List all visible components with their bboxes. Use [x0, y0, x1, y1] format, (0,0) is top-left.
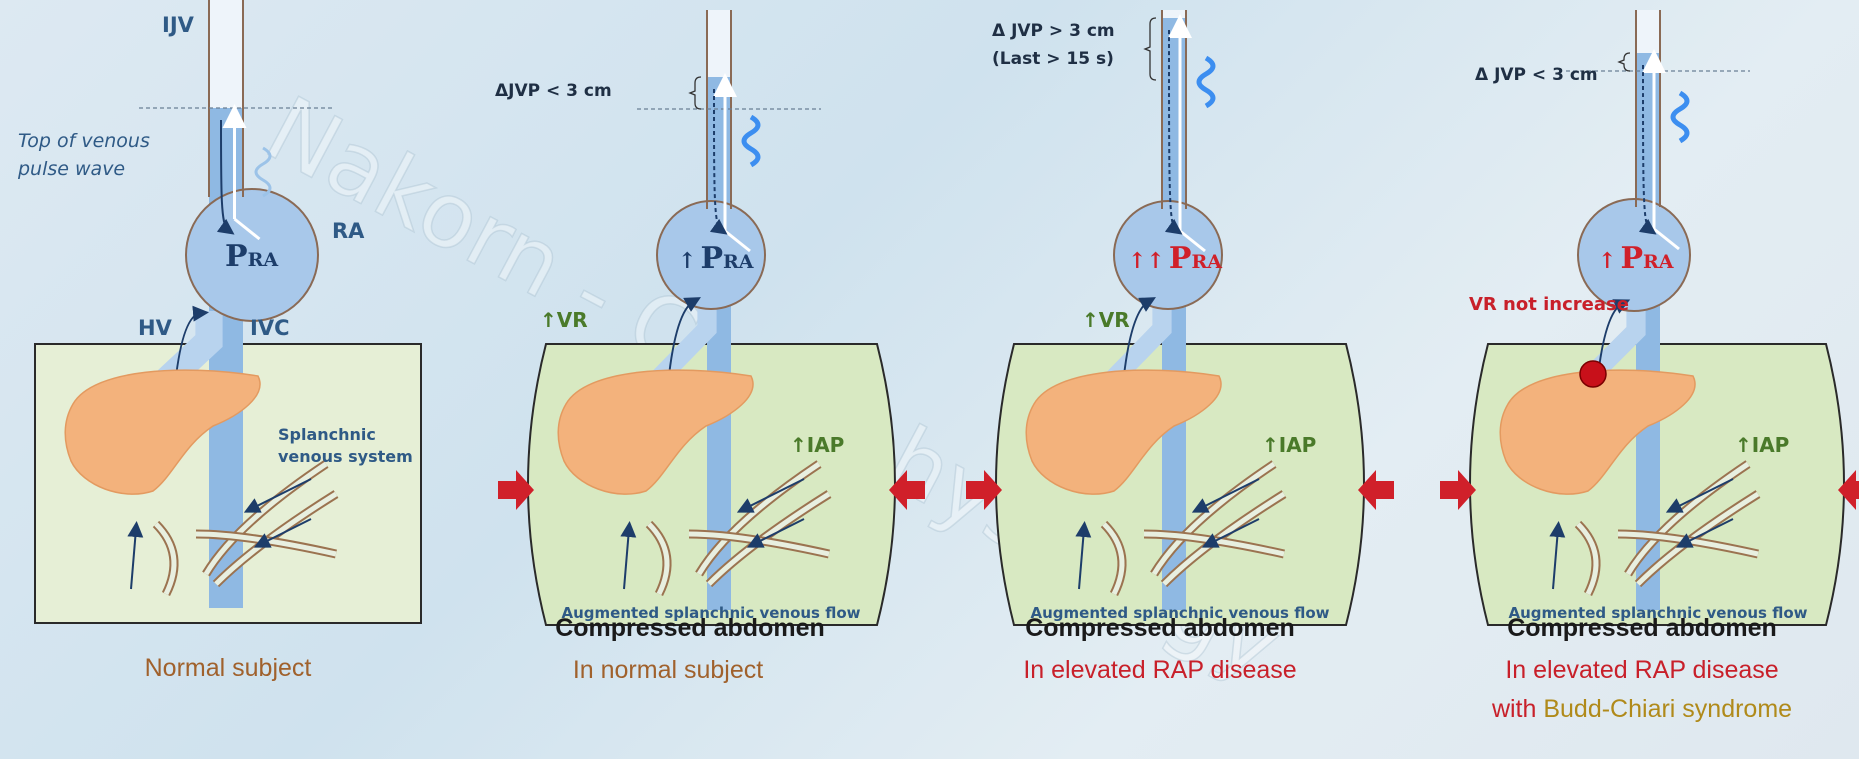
splanchnic-flow-arrow-icon	[1665, 478, 1734, 513]
splanchnic-vessel-lumen	[696, 461, 821, 576]
ivc-label: IVC	[250, 316, 289, 340]
pulse-wave-icon	[741, 114, 761, 168]
pulse-wave-icon	[1670, 90, 1690, 144]
compression-arrow-left-icon	[498, 470, 534, 510]
splanchnic-vessel-lumen	[1102, 522, 1125, 596]
ra-label: RA	[332, 219, 365, 243]
jvp-label: ΔJVP < 3 cm	[495, 81, 612, 101]
caption-title: Compressed abdomen	[1507, 614, 1777, 642]
jugular-tube-empty	[707, 10, 731, 77]
splanchnic-line1: Splanchnic	[278, 425, 376, 444]
splanchnic-flow-arrow-icon	[253, 518, 312, 548]
liver-icon	[557, 369, 754, 495]
panel-graphics	[34, 0, 1859, 626]
flow-down-arrow-icon	[1164, 29, 1183, 235]
ijv-label: IJV	[162, 13, 195, 37]
panel-graphic-3	[966, 10, 1394, 626]
caption-subtitle: In elevated RAP disease	[1505, 656, 1778, 684]
splanchnic-flow-arrow-icon	[1549, 521, 1566, 590]
pra-label: PRA	[225, 239, 278, 274]
caption-normal-subject: Normal subject	[145, 654, 312, 682]
right-atrium	[1577, 198, 1691, 312]
splanchnic-flow-arrow-icon	[243, 478, 312, 513]
pra-label: ↑PRA	[1598, 241, 1674, 276]
compression-arrow-right-icon	[889, 470, 925, 510]
jvp-label: Δ JVP < 3 cm	[1475, 65, 1598, 85]
splanchnic-flow-arrow-icon	[746, 518, 805, 548]
vr-not-increase-label: VR not increase	[1469, 294, 1629, 315]
splanchnic-vessel-lumen	[203, 461, 328, 576]
compression-arrow-right-icon	[1838, 470, 1859, 510]
panel-graphic-4	[1440, 10, 1859, 626]
panel-compressed-elevated-rap: Δ JVP > 3 cm (Last > 15 s) ↑↑PRA ↑VR ↑IA…	[992, 21, 1330, 684]
flow-down-arrow-icon	[709, 88, 728, 235]
jugular-tube-empty	[1162, 10, 1186, 18]
liver-icon	[1499, 369, 1696, 495]
jvp-bracket	[1617, 52, 1631, 72]
panel-graphic-2	[498, 10, 925, 626]
flow-label: Augmented splanchnic venous flow	[1031, 604, 1330, 622]
panel-graphic-1	[34, 0, 422, 624]
return-wave-arrow-tail	[1653, 227, 1680, 251]
jvp-bracket	[688, 76, 702, 110]
caption-subtitle: In normal subject	[573, 656, 763, 684]
right-atrium	[1113, 200, 1223, 310]
vr-label: ↑VR	[1082, 308, 1130, 332]
splanchnic-vessel-lumen	[647, 522, 670, 596]
compression-arrow-right-icon	[1358, 470, 1394, 510]
splanchnic-vessel-lumen	[154, 522, 177, 596]
panel-normal: IJV Top of venous pulse wave RA PRA HV I…	[17, 13, 413, 682]
liver-icon	[1025, 369, 1222, 495]
flow-label: Augmented splanchnic venous flow	[1509, 604, 1808, 622]
splanchnic-vessel-lumen	[1151, 461, 1276, 576]
panel-budd-chiari: Δ JVP < 3 cm ↑PRA VR not increase ↑IAP A…	[1469, 65, 1808, 723]
splanchnic-vessel-lumen	[1576, 522, 1599, 596]
iap-label: ↑IAP	[1735, 433, 1789, 457]
flow-down-arrow-icon	[1638, 64, 1657, 235]
splanchnic-flow-arrow-icon	[1675, 518, 1734, 548]
splanchnic-flow-arrow-icon	[1201, 518, 1260, 548]
compression-arrow-left-icon	[1440, 470, 1476, 510]
jvp-bracket	[1143, 17, 1157, 81]
pulse-wave-icon	[254, 146, 272, 198]
pra-label: ↑PRA	[678, 241, 754, 276]
caption-syndrome: with Budd-Chiari syndrome	[1491, 695, 1792, 723]
return-wave-arrow-tail	[724, 229, 751, 253]
pra-label: ↑↑PRA	[1128, 241, 1222, 276]
hv-label: HV	[138, 316, 173, 340]
return-wave-arrow-tail	[1179, 229, 1206, 253]
jugular-tube-empty	[209, 0, 243, 108]
splanchnic-line2: venous system	[278, 447, 413, 466]
iap-label: ↑IAP	[790, 433, 844, 457]
caption-title: Compressed abdomen	[555, 614, 825, 642]
splanchnic-flow-arrow-icon	[620, 521, 637, 590]
jvp-label-line1: Δ JVP > 3 cm	[992, 21, 1115, 41]
splanchnic-flow-arrow-icon	[736, 478, 805, 513]
splanchnic-flow-arrow-icon	[127, 521, 144, 590]
flow-label: Augmented splanchnic venous flow	[562, 604, 861, 622]
pulse-wave-icon	[1196, 55, 1216, 109]
panel-compressed-normal: ΔJVP < 3 cm ↑PRA ↑VR ↑IAP Augmented spla…	[495, 81, 861, 684]
liver-icon	[64, 369, 261, 495]
iap-label: ↑IAP	[1262, 433, 1316, 457]
flow-down-arrow-icon	[216, 119, 235, 235]
vr-label: ↑VR	[540, 308, 588, 332]
hepatic-vein-clot-icon	[1579, 360, 1607, 388]
return-wave-arrow-tail	[233, 217, 261, 241]
right-atrium	[656, 200, 766, 310]
vein-column	[707, 77, 731, 610]
splanchnic-flow-arrow-icon	[1191, 478, 1260, 513]
top-note-line2: pulse wave	[17, 158, 125, 180]
jvp-label-line2: (Last > 15 s)	[992, 49, 1114, 69]
top-note-line1: Top of venous	[18, 130, 150, 152]
caption-subtitle: In elevated RAP disease	[1023, 656, 1296, 684]
compression-arrow-left-icon	[966, 470, 1002, 510]
caption-title: Compressed abdomen	[1025, 614, 1295, 642]
splanchnic-flow-arrow-icon	[1075, 521, 1092, 590]
splanchnic-vessel-lumen	[1625, 461, 1750, 576]
jugular-tube-empty	[1636, 10, 1660, 53]
